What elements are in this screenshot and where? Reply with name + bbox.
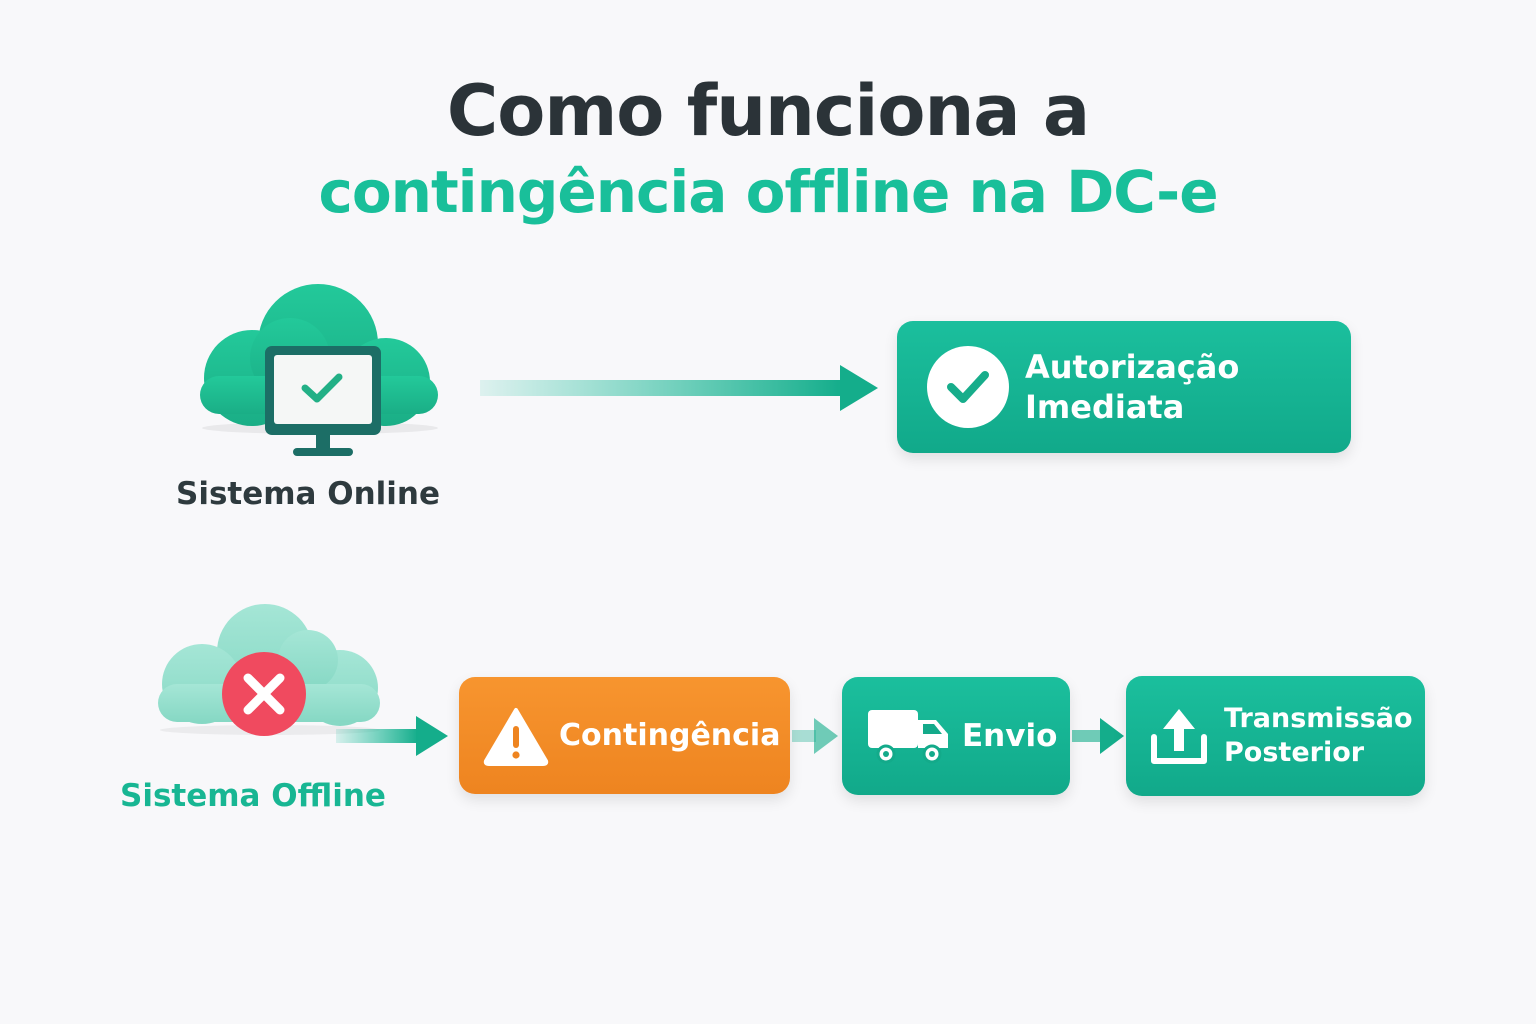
transmission-label-line1: Transmissão (1224, 703, 1413, 735)
diagram-subtitle: contingência offline na DC-e (318, 158, 1218, 226)
offline-flow-arrow-1 (336, 716, 448, 756)
offline-flow-arrow-3 (1072, 718, 1124, 754)
system-offline-label: Sistema Offline (120, 778, 386, 814)
upload-icon (1151, 709, 1207, 764)
warning-triangle-icon (483, 707, 549, 766)
contingency-label: Contingência (559, 718, 781, 753)
cloud-monitor-check-icon (200, 284, 438, 456)
diagram-title: Como funciona a (446, 70, 1090, 152)
cloud-error-icon (158, 604, 380, 736)
check-circle-icon (927, 346, 1009, 428)
offline-flow-arrow-2 (792, 718, 838, 754)
transmission-label-line2: Posterior (1224, 737, 1365, 768)
delivery-truck-icon (868, 710, 948, 764)
shipping-box: Envio (842, 677, 1070, 795)
authorization-label-line1: Autorização (1025, 348, 1240, 386)
online-flow-arrow (480, 365, 878, 411)
authorization-label-line2: Imediata (1025, 388, 1185, 426)
immediate-authorization-box: Autorização Imediata (897, 321, 1351, 453)
contingency-box: Contingência (459, 677, 790, 794)
system-online-label: Sistema Online (176, 476, 441, 512)
shipping-label: Envio (962, 718, 1058, 754)
later-transmission-box: Transmissão Posterior (1126, 676, 1425, 796)
